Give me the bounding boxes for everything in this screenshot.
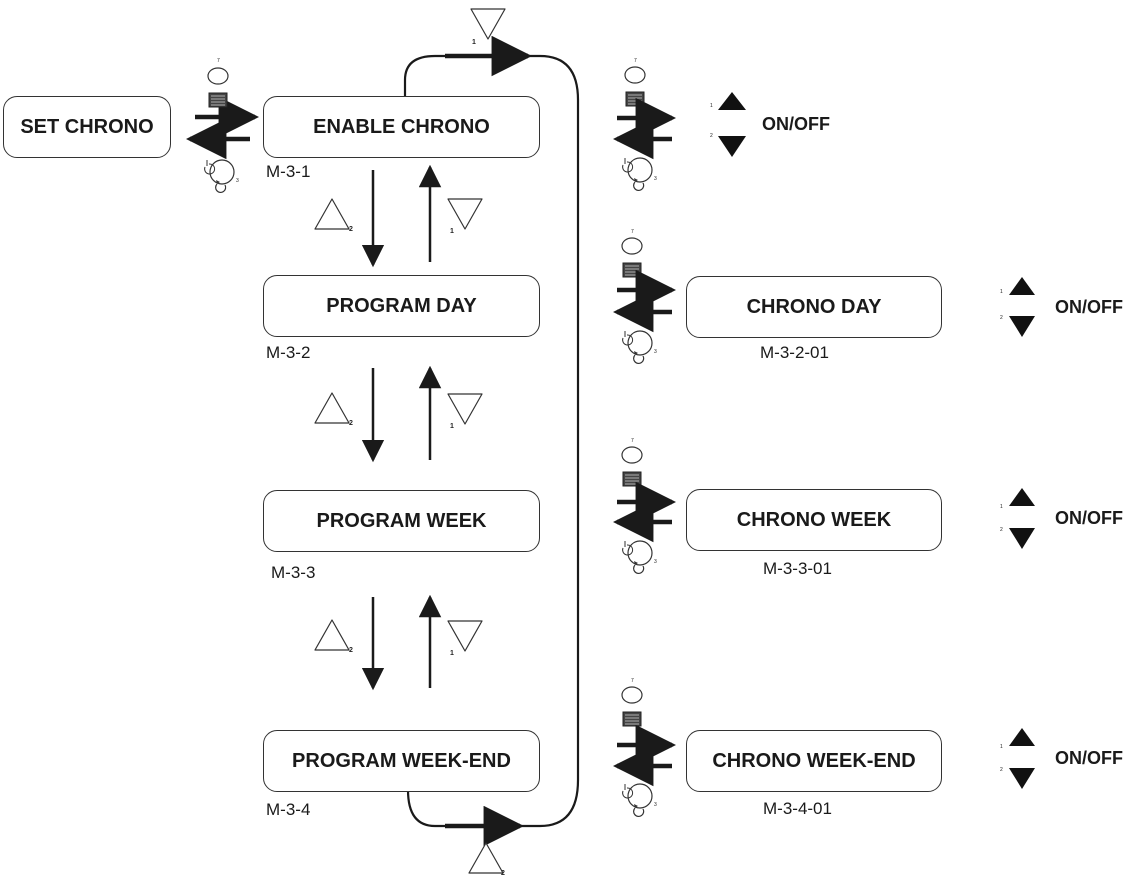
key-number: 2 xyxy=(349,226,353,233)
key-number: 2 xyxy=(501,870,505,877)
key-number: 3 xyxy=(654,349,657,355)
on-off-up-icon xyxy=(1009,277,1035,295)
enter-key-icon xyxy=(207,67,229,108)
box-label: PROGRAM WEEK-END xyxy=(292,749,511,772)
enter-key-icon xyxy=(621,237,643,278)
key-number: 1 xyxy=(1000,289,1003,295)
exit-dial-icon xyxy=(621,783,653,818)
key-number: 3 xyxy=(654,176,657,182)
key-number: 1 xyxy=(472,39,476,46)
chrono-week-box: CHRONO WEEK xyxy=(686,489,942,551)
key-number: 7 xyxy=(217,58,220,64)
box-label: PROGRAM DAY xyxy=(326,294,477,317)
exit-dial-icon xyxy=(621,540,653,575)
on-off-down-icon xyxy=(1009,768,1035,789)
menu-code: M-3-2-01 xyxy=(760,343,829,362)
key-number: 2 xyxy=(710,133,713,139)
exit-dial-icon xyxy=(621,157,653,192)
on-off-down-icon xyxy=(718,136,746,157)
key-number: 7 xyxy=(631,678,634,684)
menu-code: M-3-1 xyxy=(266,162,311,181)
key-number: 3 xyxy=(654,559,657,565)
program-weekend-box: PROGRAM WEEK-END xyxy=(263,730,540,792)
on-off-label: ON/OFF xyxy=(1055,508,1123,528)
key-number: 2 xyxy=(1000,527,1003,533)
menu-code: M-3-4-01 xyxy=(763,799,832,818)
on-off-down-icon xyxy=(1009,316,1035,337)
key-number: 1 xyxy=(450,650,454,657)
down-key-icon xyxy=(314,392,350,424)
key-number: 3 xyxy=(236,178,239,184)
on-off-up-icon xyxy=(718,92,746,110)
up-key-icon xyxy=(447,198,483,230)
exit-dial-icon xyxy=(621,330,653,365)
box-label: CHRONO WEEK-END xyxy=(712,749,916,772)
menu-code: M-3-4 xyxy=(266,800,311,819)
key-number: 1 xyxy=(1000,504,1003,510)
key-number: 7 xyxy=(631,229,634,235)
box-label: ENABLE CHRONO xyxy=(313,115,490,138)
box-label: CHRONO DAY xyxy=(746,295,882,318)
key-number: 1 xyxy=(710,103,713,109)
key-number: 7 xyxy=(631,438,634,444)
exit-dial-icon xyxy=(203,159,235,194)
key-number: 2 xyxy=(349,420,353,427)
on-off-label: ON/OFF xyxy=(762,114,830,134)
down-key-icon xyxy=(314,619,350,651)
on-off-down-icon xyxy=(1009,528,1035,549)
chrono-day-box: CHRONO DAY xyxy=(686,276,942,338)
key-number: 1 xyxy=(450,423,454,430)
enter-key-icon xyxy=(621,686,643,727)
box-label: SET CHRONO xyxy=(20,115,154,138)
up-key-icon xyxy=(470,8,506,40)
up-key-icon xyxy=(447,620,483,652)
on-off-label: ON/OFF xyxy=(1055,297,1123,317)
box-label: CHRONO WEEK xyxy=(736,508,892,531)
enter-key-icon xyxy=(624,66,646,107)
box-label: PROGRAM WEEK xyxy=(316,509,487,532)
key-number: 1 xyxy=(1000,744,1003,750)
key-number: 2 xyxy=(1000,315,1003,321)
down-key-icon xyxy=(314,198,350,230)
set-chrono-box: SET CHRONO xyxy=(3,96,171,158)
key-number: 2 xyxy=(1000,767,1003,773)
program-week-box: PROGRAM WEEK xyxy=(263,490,540,552)
menu-code: M-3-3-01 xyxy=(763,559,832,578)
up-key-icon xyxy=(447,393,483,425)
menu-code: M-3-2 xyxy=(266,343,311,362)
wrap-around-loop xyxy=(403,54,580,828)
enable-chrono-box: ENABLE CHRONO xyxy=(263,96,540,158)
key-number: 1 xyxy=(450,228,454,235)
chrono-weekend-box: CHRONO WEEK-END xyxy=(686,730,942,792)
key-number: 2 xyxy=(349,647,353,654)
key-number: 7 xyxy=(634,58,637,64)
enter-key-icon xyxy=(621,446,643,487)
on-off-up-icon xyxy=(1009,728,1035,746)
menu-code: M-3-3 xyxy=(271,563,316,582)
on-off-up-icon xyxy=(1009,488,1035,506)
key-number: 3 xyxy=(654,802,657,808)
down-key-icon xyxy=(468,842,504,874)
on-off-label: ON/OFF xyxy=(1055,748,1123,768)
program-day-box: PROGRAM DAY xyxy=(263,275,540,337)
